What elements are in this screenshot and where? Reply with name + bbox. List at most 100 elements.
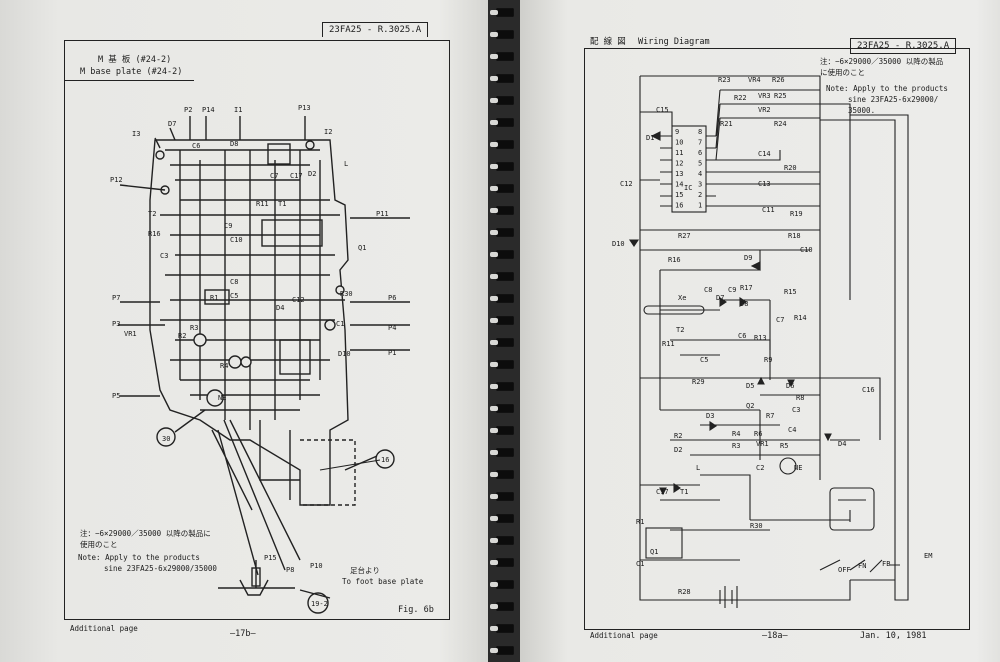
schematic-label: D8 (740, 300, 748, 308)
schematic-label: R11 (662, 340, 675, 348)
schematic-label: C12 (620, 180, 633, 188)
schematic-label: R6 (754, 430, 762, 438)
schematic-label: R19 (790, 210, 803, 218)
pcb-label: D4 (276, 304, 284, 312)
pcb-label: P6 (388, 294, 396, 302)
schematic-label: R25 (774, 92, 787, 100)
pcb-label: T2 (148, 210, 156, 218)
left-note-en-1: Note: Apply to the products (78, 553, 200, 562)
pcb-label: R11 (256, 200, 269, 208)
schematic-label: D10 (612, 240, 625, 248)
schematic-label: R8 (796, 394, 804, 402)
schematic-label: D9 (744, 254, 752, 262)
spiral-binding (488, 0, 520, 662)
schematic-label: Q1 (650, 548, 658, 556)
pcb-label: D2 (308, 170, 316, 178)
pcb-label: C9 (224, 222, 232, 230)
schematic-label: C5 (700, 356, 708, 364)
right-note-en-3: 35000. (848, 106, 876, 115)
schematic-label: OFF (838, 566, 851, 574)
schematic-label: R13 (754, 334, 767, 342)
pcb-label: T1 (278, 200, 286, 208)
pcb-label: C7 (270, 172, 278, 180)
pcb-label: R1 (210, 294, 218, 302)
pcb-label: C1 (336, 320, 344, 328)
schematic-label: R28 (678, 588, 691, 596)
ic-pin-label: 10 (675, 139, 683, 147)
schematic-label: R26 (772, 76, 785, 84)
pcb-label: C17 (290, 172, 303, 180)
schematic-label: R5 (780, 442, 788, 450)
pcb-label: C5 (230, 292, 238, 300)
pcb-label: L (344, 160, 348, 168)
pcb-label: P15 (264, 554, 277, 562)
schematic-label: R21 (720, 120, 733, 128)
pcb-label: C12 (292, 296, 305, 304)
binding-coil (490, 74, 514, 83)
pcb-label: NE (218, 394, 226, 402)
ic-pin-label: 9 (675, 128, 679, 136)
schematic-label: C15 (656, 106, 669, 114)
binding-coil (490, 492, 514, 501)
binding-coil (490, 624, 514, 633)
schematic-label: D2 (674, 446, 682, 454)
schematic-label: Xe (678, 294, 686, 302)
binding-coil (490, 30, 514, 39)
binding-coil (490, 646, 514, 655)
schematic-label: R4 (732, 430, 740, 438)
ic-pin-label: 2 (698, 191, 702, 199)
right-note-en-1: Note: Apply to the products (826, 84, 948, 93)
schematic-label: Q2 (746, 402, 754, 410)
pcb-label: R3 (190, 324, 198, 332)
diagram-title-en: Wiring Diagram (638, 37, 710, 47)
schematic-label: T1 (680, 488, 688, 496)
right-doc-code: 23FA25 - R.3025.A (850, 38, 957, 54)
schematic-label: D4 (838, 440, 846, 448)
pcb-label: C6 (192, 142, 200, 150)
schematic-label: R16 (668, 256, 681, 264)
pcb-label: Q1 (358, 244, 366, 252)
schematic-label: R29 (692, 378, 705, 386)
schematic-label: FB (882, 560, 890, 568)
schematic-label: C10 (800, 246, 813, 254)
schematic-label: C13 (758, 180, 771, 188)
right-note-en-2: sine 23FA25-6x29000/ (848, 95, 939, 104)
right-note-jp-2: に使用のこと (820, 68, 865, 77)
pcb-label: I2 (324, 128, 332, 136)
pcb-label: P13 (298, 104, 311, 112)
binding-coil (490, 338, 514, 347)
schematic-label: T2 (676, 326, 684, 334)
pcb-label: R30 (340, 290, 353, 298)
ic-pin-label: 8 (698, 128, 702, 136)
schematic-label: R24 (774, 120, 787, 128)
foot-note-en: To foot base plate (342, 577, 424, 586)
schematic-label: C1 (636, 560, 644, 568)
schematic-label: R2 (674, 432, 682, 440)
binding-coil (490, 514, 514, 523)
ic-pin-label: 5 (698, 160, 702, 168)
pcb-label: I1 (234, 106, 242, 114)
pcb-label: P1 (388, 349, 396, 357)
schematic-label: C6 (738, 332, 746, 340)
left-note-jp-1: 注：−6×29000／35000 以降の製品に (80, 529, 211, 538)
schematic-label: FN (858, 562, 866, 570)
pcb-label: P7 (112, 294, 120, 302)
schematic-label: C9 (728, 286, 736, 294)
schematic-label: EM (924, 552, 932, 560)
left-page-number: —17b— (230, 629, 256, 639)
pcb-label: P8 (286, 566, 294, 574)
ic-pin-label: 6 (698, 149, 702, 157)
left-frame (64, 40, 450, 620)
ic-pin-label: 4 (698, 170, 702, 178)
schematic-label: L (696, 464, 700, 472)
diagram-date: Jan. 10, 1981 (860, 631, 927, 641)
binding-coil (490, 162, 514, 171)
schematic-label: R17 (740, 284, 753, 292)
ic-pin-label: 1 (698, 202, 702, 210)
binding-coil (490, 140, 514, 149)
pcb-label: P4 (388, 324, 396, 332)
pcb-label: C8 (230, 278, 238, 286)
schematic-label: R9 (764, 356, 772, 364)
pcb-label: R16 (148, 230, 161, 238)
